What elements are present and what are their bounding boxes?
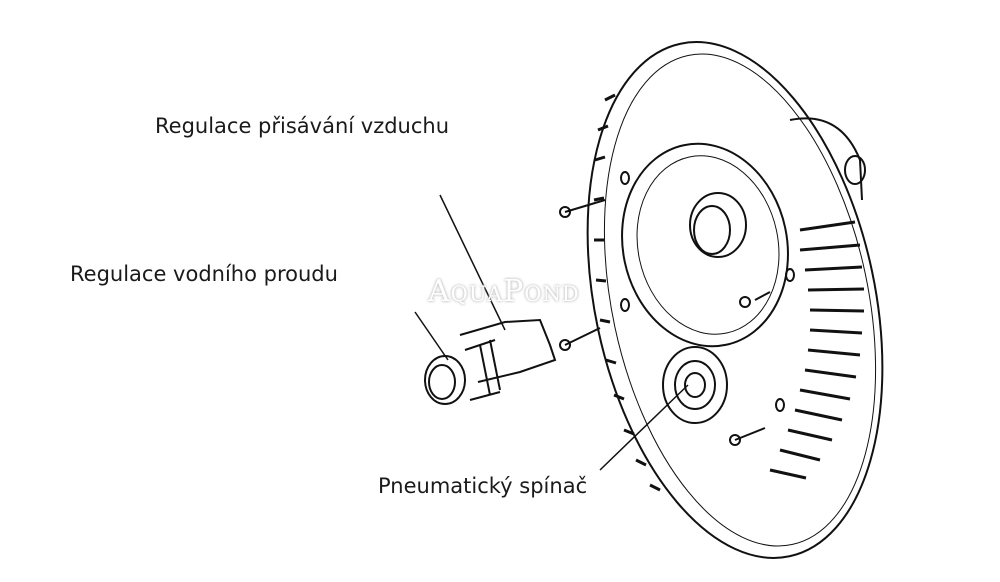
rear-hub <box>789 117 863 201</box>
inner-ring <box>621 142 789 348</box>
regulator-body <box>459 318 557 383</box>
label-pneumatic-switch: Pneumatický spínač <box>378 474 588 498</box>
disk-outer <box>586 41 884 559</box>
pneumatic-switch-part <box>662 346 728 424</box>
watermark: AquaPond <box>428 274 580 309</box>
disk-slots <box>593 93 865 492</box>
label-water-flow: Regulace vodního proudu <box>70 262 338 286</box>
label-air-intake: Regulace přisávání vzduchu <box>155 114 450 138</box>
leader-lines <box>414 194 689 471</box>
